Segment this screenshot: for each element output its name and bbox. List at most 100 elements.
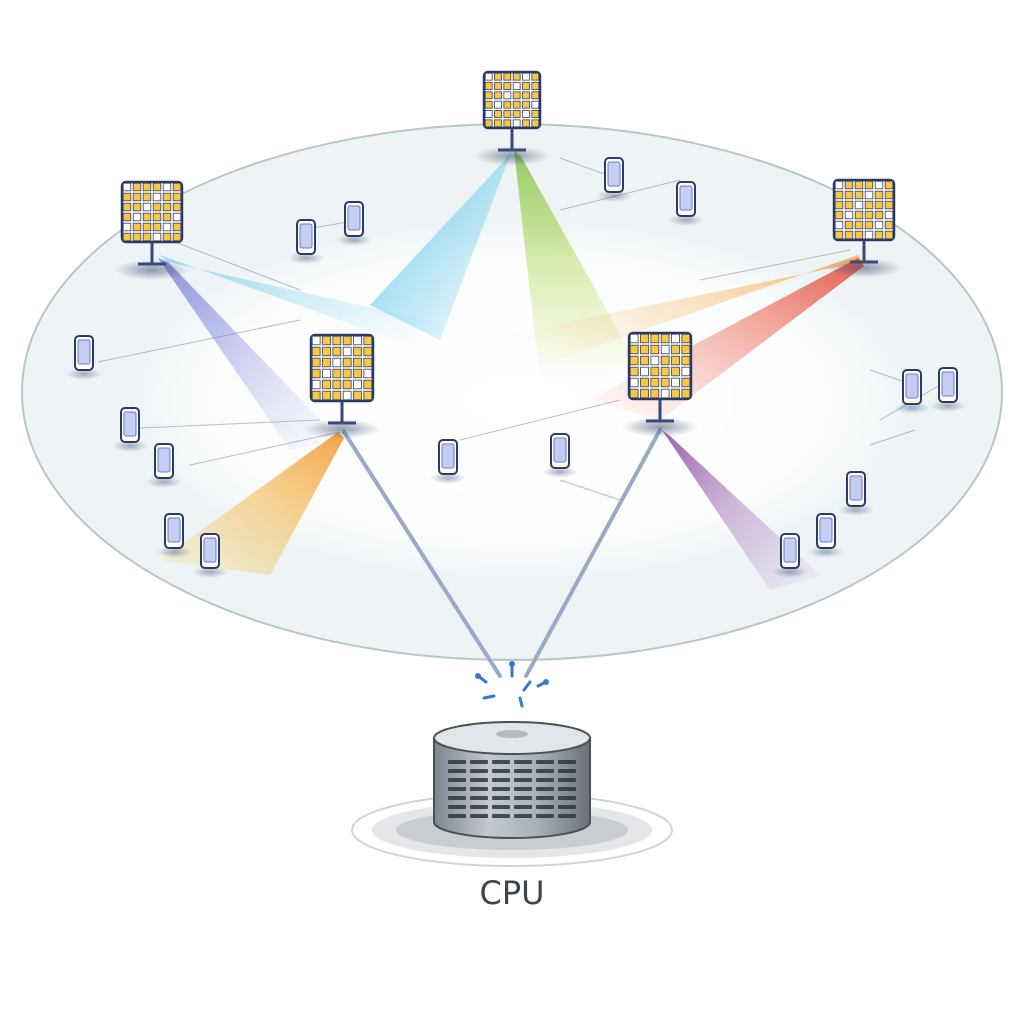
antenna-element: [671, 333, 680, 344]
antenna-element: [162, 232, 172, 242]
antenna-element: [342, 346, 352, 357]
antenna-element: [311, 357, 321, 368]
antenna-element: [172, 232, 182, 242]
signal-sparks: [475, 661, 549, 708]
antenna-element: [671, 344, 680, 355]
user-device-icon: [542, 433, 578, 478]
antenna-element: [353, 346, 362, 357]
antenna-element: [122, 192, 132, 202]
antenna-element: [332, 346, 342, 357]
antenna-element: [844, 200, 854, 210]
antenna-element: [854, 200, 864, 210]
antenna-element: [152, 212, 162, 222]
antenna-element: [834, 220, 844, 230]
antenna-element: [681, 344, 691, 355]
antenna-element: [874, 190, 884, 200]
antenna-element: [322, 390, 331, 401]
antenna-element: [142, 232, 152, 242]
antenna-element: [874, 180, 884, 190]
antenna-element: [342, 368, 352, 379]
user-device-icon: [112, 407, 148, 452]
antenna-element: [681, 388, 691, 399]
antennas: [114, 70, 902, 439]
antenna-element: [660, 377, 670, 388]
antenna-element: [660, 344, 670, 355]
antenna-element: [353, 368, 362, 379]
antenna-element: [122, 182, 132, 192]
user-device-icon: [336, 201, 372, 246]
antenna-element: [142, 212, 152, 222]
antenna-element: [874, 210, 884, 220]
user-device-icon: [772, 533, 808, 578]
antenna-element: [844, 210, 854, 220]
user-device-icon: [808, 513, 844, 558]
antenna-element: [503, 119, 512, 128]
antenna-element: [132, 212, 142, 222]
antenna-element: [671, 377, 680, 388]
antenna-element: [152, 182, 162, 192]
antenna-element: [342, 335, 352, 346]
antenna-element: [322, 335, 331, 346]
antenna-element: [629, 355, 639, 366]
antenna-element: [363, 346, 373, 357]
antenna-element: [640, 388, 649, 399]
antenna-element: [874, 200, 884, 210]
antenna-element: [132, 192, 142, 202]
antenna-element: [864, 230, 874, 240]
beam-right-orange: [480, 255, 862, 380]
antenna-element: [363, 390, 373, 401]
antenna-element: [640, 344, 649, 355]
antenna-element: [122, 212, 132, 222]
antenna-element: [650, 366, 660, 377]
antenna-element: [660, 333, 670, 344]
antenna-element: [531, 100, 540, 109]
antenna-element: [854, 220, 864, 230]
user-device-icon: [146, 443, 182, 488]
user-device-icon: [668, 181, 704, 226]
antenna-element: [132, 232, 142, 242]
antenna-element: [353, 379, 362, 390]
antenna-element: [152, 222, 162, 232]
antenna-element: [864, 210, 874, 220]
access-point-left: [114, 180, 190, 280]
antenna-element: [484, 72, 493, 81]
ap-shadow: [622, 417, 698, 437]
antenna-element: [503, 110, 512, 118]
antenna-element: [172, 222, 182, 232]
cpu-label: CPU: [479, 874, 544, 912]
user-device-icon: [930, 367, 966, 412]
antenna-element: [152, 232, 162, 242]
antenna-element: [531, 82, 540, 90]
antenna-element: [671, 355, 680, 366]
antenna-element: [512, 91, 521, 100]
antenna-element: [322, 368, 331, 379]
antenna-element: [512, 72, 521, 81]
beam-left-purple: [158, 258, 340, 450]
antenna-element: [503, 72, 512, 81]
antenna-element: [484, 119, 493, 128]
antenna-element: [884, 220, 894, 230]
fronthaul-links: [342, 428, 662, 678]
antenna-element: [122, 202, 132, 212]
antenna-element: [522, 72, 530, 81]
antenna-element: [854, 190, 864, 200]
fronthaul-link-left: [342, 430, 502, 678]
antenna-element: [122, 222, 132, 232]
antenna-element: [494, 100, 502, 109]
antenna-element: [342, 379, 352, 390]
user-device-icon: [894, 369, 930, 414]
ap-shadow: [114, 260, 190, 280]
antenna-element: [322, 379, 331, 390]
antenna-element: [874, 220, 884, 230]
antenna-element: [640, 333, 649, 344]
antenna-element: [353, 390, 362, 401]
antenna-element: [671, 388, 680, 399]
antenna-element: [522, 100, 530, 109]
antenna-element: [640, 366, 649, 377]
antenna-element: [503, 91, 512, 100]
antenna-element: [363, 335, 373, 346]
antenna-element: [522, 82, 530, 90]
antenna-element: [142, 182, 152, 192]
antenna-element: [311, 379, 321, 390]
